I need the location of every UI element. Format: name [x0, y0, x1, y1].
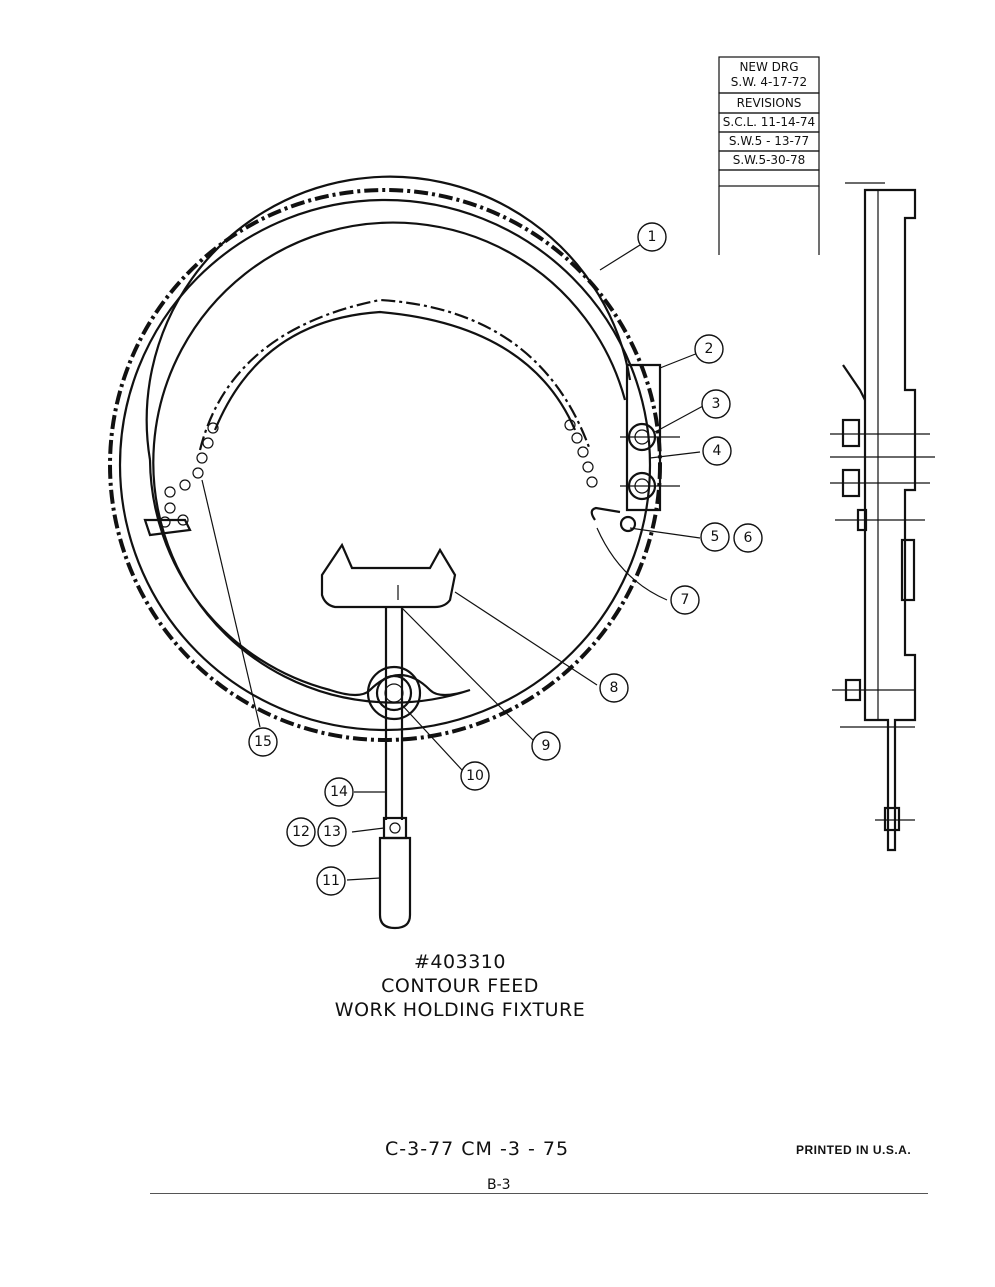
callout-13: 13: [323, 824, 341, 840]
callout-15: 15: [254, 734, 272, 750]
printed-in-usa: PRINTED IN U.S.A.: [796, 1143, 912, 1157]
inner-plate-right-edge: [145, 175, 632, 461]
right-bracket: [620, 363, 680, 512]
leader-lines: [201, 244, 704, 881]
rev-entry-2: S.W.5 - 13-77: [729, 134, 809, 148]
callout-9: 9: [542, 738, 551, 754]
rev-header-line1: NEW DRG: [739, 60, 798, 74]
work-rest: [320, 542, 457, 609]
callout-2: 2: [705, 341, 714, 357]
left-chain: [143, 422, 219, 537]
rev-entry-3: S.W.5-30-78: [733, 153, 806, 167]
callout-1: 1: [648, 229, 657, 245]
footer-rule: [150, 1193, 928, 1194]
rev-header-line2: S.W. 4-17-72: [731, 75, 807, 89]
rev-entry-1: S.C.L. 11-14-74: [723, 115, 815, 129]
page-number: B-3: [487, 1177, 511, 1193]
feed-arm: [366, 607, 422, 930]
callout-3: 3: [712, 396, 721, 412]
callout-12: 12: [292, 824, 310, 840]
callout-8: 8: [610, 680, 619, 696]
rev-label: REVISIONS: [737, 96, 802, 110]
title-line2: WORK HOLDING FIXTURE: [334, 999, 586, 1021]
side-elevation: [830, 182, 935, 852]
part-number: #403310: [414, 951, 506, 973]
callout-5: 5: [711, 529, 720, 545]
inner-plate: [148, 221, 627, 704]
callout-11: 11: [322, 873, 340, 889]
drawing-codes: C-3-77 CM -3 - 75: [385, 1138, 570, 1160]
callout-10: 10: [466, 768, 484, 784]
right-chain: [564, 419, 598, 488]
callout-7: 7: [681, 592, 690, 608]
callout-14: 14: [330, 784, 348, 800]
chain-guide: [198, 298, 592, 451]
revision-block: NEW DRG S.W. 4-17-72 REVISIONS S.C.L. 11…: [718, 56, 820, 255]
callout-4: 4: [713, 443, 722, 459]
callout-6: 6: [744, 530, 753, 546]
title-line1: CONTOUR FEED: [381, 975, 539, 997]
hook-assembly: [590, 506, 637, 533]
callout-balloons: 1 2 3 4 5 6 7 8 9 10 11 12 13 14 15: [248, 222, 763, 896]
